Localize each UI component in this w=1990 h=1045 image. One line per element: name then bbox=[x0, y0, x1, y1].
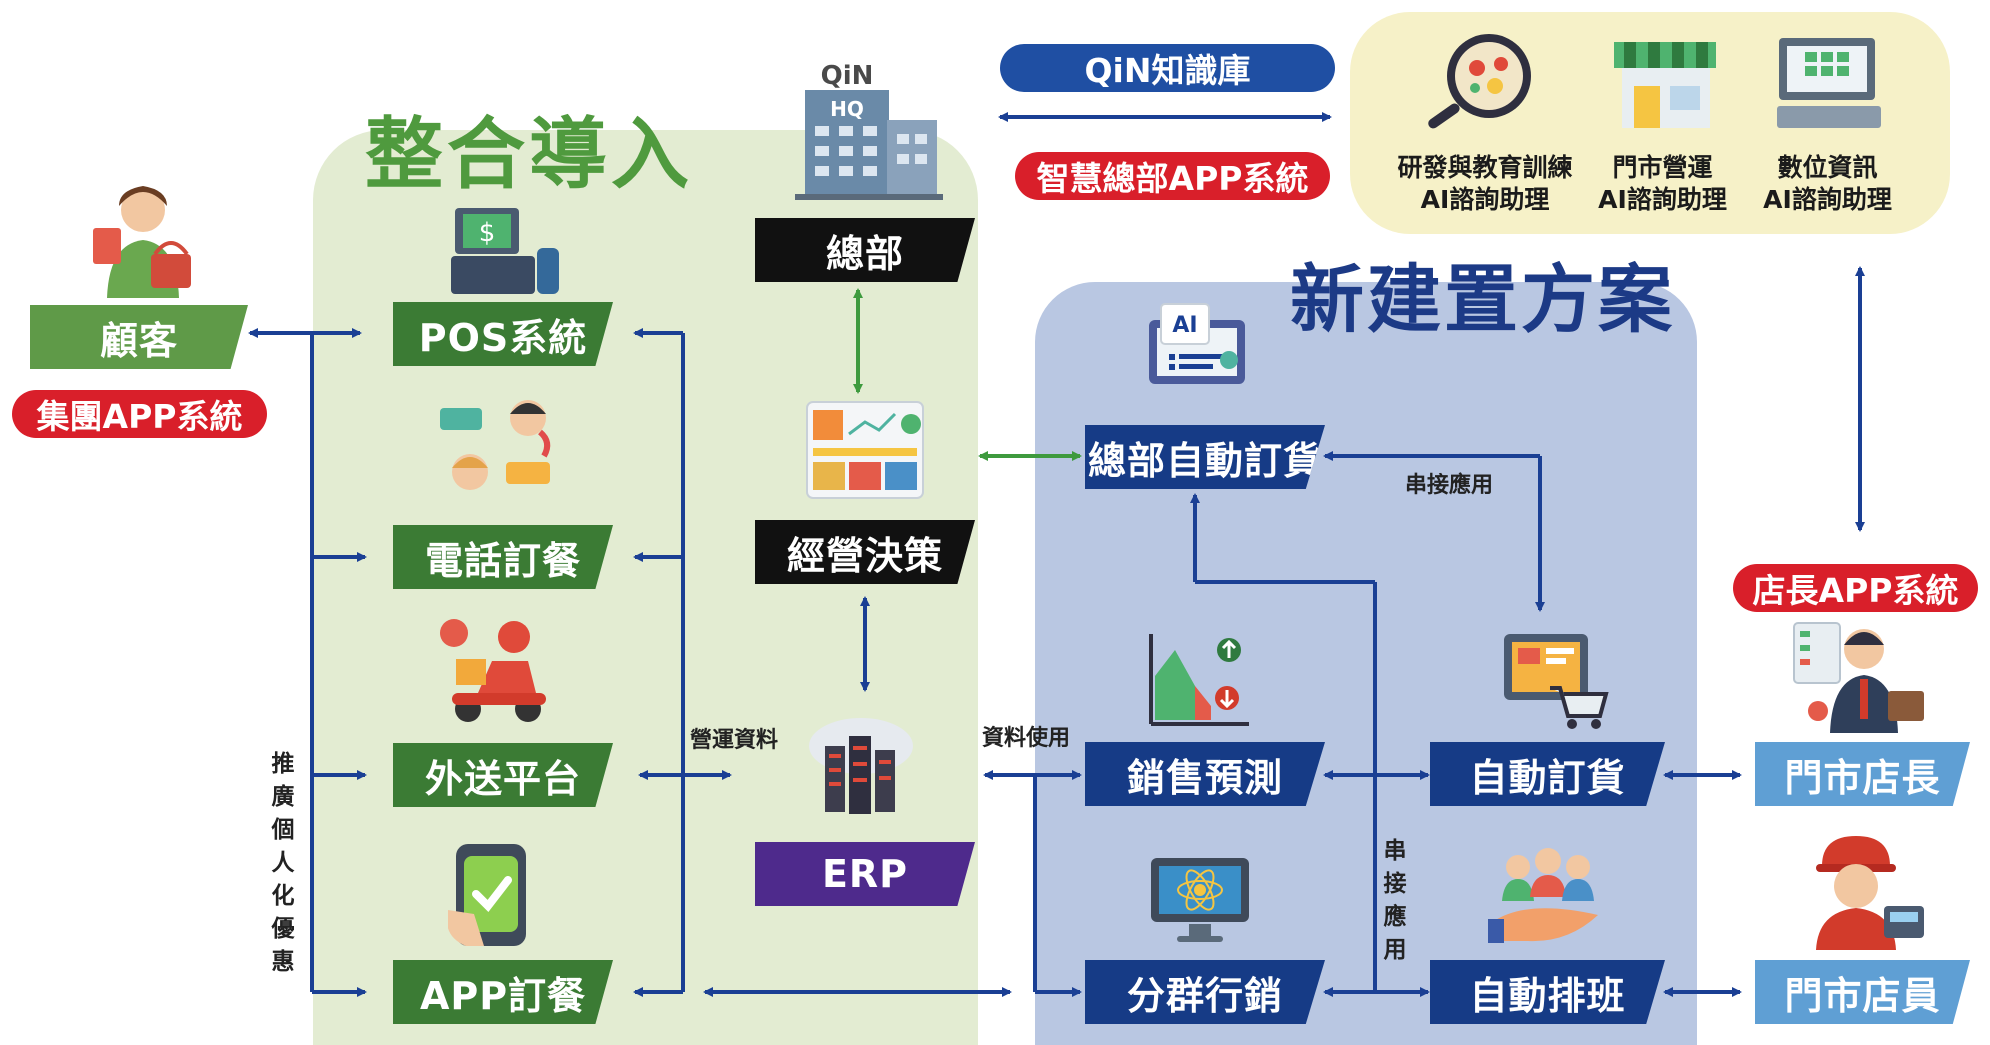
integration-label-side: 串接應用 bbox=[1383, 838, 1407, 963]
team-hand-icon bbox=[1488, 848, 1598, 943]
store-manager-icon bbox=[1793, 622, 1924, 733]
group-app-badge[interactable]: 集團APP系統 bbox=[12, 390, 267, 438]
dashboard-icon bbox=[806, 401, 924, 499]
trend-chart-icon bbox=[1149, 634, 1249, 726]
ai-assistant-store-ops: 門市營運 AI諮詢助理 bbox=[1585, 152, 1740, 216]
svg-text:$: $ bbox=[479, 218, 496, 248]
qin-knowledge-base-badge[interactable]: QiN知識庫 bbox=[1000, 44, 1335, 92]
ai-assistant-rd-training: 研發與教育訓練 AI諮詢助理 bbox=[1385, 152, 1585, 216]
hq-brand-text: QiN bbox=[821, 62, 874, 91]
phone-order-node[interactable]: 電話訂餐 bbox=[393, 525, 613, 589]
cloud-server-icon bbox=[809, 718, 913, 814]
ai-assistant-digital-title: 數位資訊 bbox=[1777, 153, 1878, 182]
business-decision-node[interactable]: 經營決策 bbox=[755, 520, 975, 584]
customer-node[interactable]: 顧客 bbox=[30, 305, 248, 369]
ai-assistant-rd-title: 研發與教育訓練 bbox=[1397, 153, 1573, 182]
customer-icon bbox=[93, 186, 191, 298]
integration-label-top: 串接應用 bbox=[1405, 473, 1494, 498]
delivery-scooter-icon bbox=[440, 619, 546, 722]
ops-data-label: 營運資料 bbox=[690, 728, 779, 753]
ai-assistant-digital-info: 數位資訊 AI諮詢助理 bbox=[1750, 152, 1905, 216]
ai-monitor-icon: AI bbox=[1149, 303, 1245, 384]
storefront-icon bbox=[1614, 42, 1716, 128]
shopping-cart-screen-icon bbox=[1504, 634, 1609, 729]
phone-call-icon bbox=[440, 400, 551, 490]
hq-sign-text: HQ bbox=[830, 97, 864, 121]
auto-schedule-node[interactable]: 自動排班 bbox=[1430, 960, 1665, 1024]
smart-hq-app-badge[interactable]: 智慧總部APP系統 bbox=[1015, 152, 1330, 200]
store-manager-node[interactable]: 門市店長 bbox=[1755, 742, 1970, 806]
ai-screen-text: AI bbox=[1172, 313, 1197, 338]
store-staff-icon bbox=[1816, 836, 1924, 950]
store-manager-app-badge[interactable]: 店長APP系統 bbox=[1733, 564, 1978, 612]
erp-node[interactable]: ERP bbox=[755, 842, 975, 906]
data-use-label: 資料使用 bbox=[982, 726, 1071, 751]
hq-node[interactable]: 總部 bbox=[755, 218, 975, 282]
hq-building-icon: QiN HQ bbox=[795, 62, 943, 200]
pos-system-node[interactable]: POS系統 bbox=[393, 302, 613, 366]
integration-title: 整合導入 bbox=[365, 110, 694, 200]
promo-label: 推廣個人化優惠 bbox=[271, 751, 295, 975]
ai-assistant-ops-title: 門市營運 bbox=[1612, 153, 1713, 182]
app-order-node[interactable]: APP訂餐 bbox=[393, 960, 613, 1024]
segment-marketing-node[interactable]: 分群行銷 bbox=[1085, 960, 1325, 1024]
ai-assistant-digital-subtitle: AI諮詢助理 bbox=[1763, 185, 1892, 214]
mobile-app-icon bbox=[448, 844, 526, 946]
hq-auto-order-node[interactable]: 總部自動訂貨 bbox=[1085, 425, 1325, 489]
cash-register-icon: $ bbox=[451, 208, 559, 294]
delivery-platform-node[interactable]: 外送平台 bbox=[393, 743, 613, 807]
sales-forecast-node[interactable]: 銷售預測 bbox=[1085, 742, 1325, 806]
ai-brain-monitor-icon bbox=[1151, 858, 1249, 942]
new-solution-title: 新建置方案 bbox=[1290, 257, 1675, 343]
store-staff-node[interactable]: 門市店員 bbox=[1755, 960, 1970, 1024]
computer-terminal-icon bbox=[1777, 38, 1881, 128]
ai-assistant-rd-subtitle: AI諮詢助理 bbox=[1420, 185, 1550, 214]
cooking-pan-icon bbox=[1428, 34, 1531, 129]
auto-order-node[interactable]: 自動訂貨 bbox=[1430, 742, 1665, 806]
ai-assistant-ops-subtitle: AI諮詢助理 bbox=[1598, 185, 1727, 214]
